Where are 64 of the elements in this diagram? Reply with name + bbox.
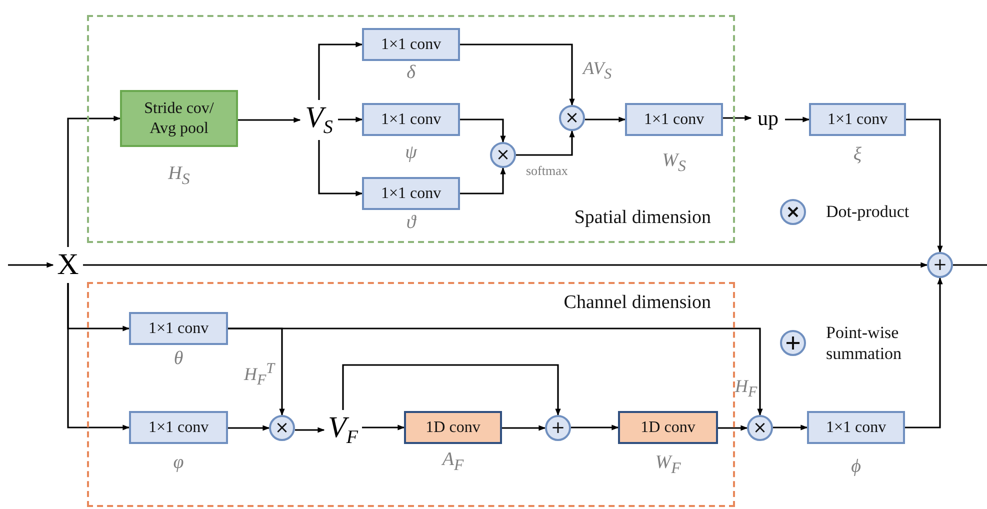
symbol-caption: ψ	[405, 142, 417, 165]
symbol-caption: φ	[173, 452, 184, 475]
arrow	[571, 424, 619, 430]
process-box: Stride cov/ Avg pool	[120, 90, 238, 147]
arrow	[342, 364, 561, 416]
process-box: 1×1 conv	[129, 411, 228, 444]
symbol-caption: ξ	[853, 144, 862, 167]
arrow	[718, 425, 748, 431]
legend-text: Dot-product	[826, 201, 910, 222]
operator-circle: ×	[559, 105, 585, 131]
arrow	[460, 118, 506, 143]
legend-text: Point-wise summation	[826, 322, 903, 364]
region-title: Channel dimension	[564, 292, 711, 314]
arrow	[723, 115, 752, 121]
arrow	[8, 262, 54, 268]
variable-label: V$_{S}$	[300, 100, 338, 140]
arrow	[238, 117, 301, 123]
arrow	[362, 424, 405, 430]
arrow	[585, 116, 626, 122]
arrow	[67, 283, 130, 430]
input-label: X	[53, 247, 83, 283]
symbol-caption: W$_{S}$	[662, 150, 686, 177]
symbol-caption: ϕ	[851, 456, 861, 479]
symbol-caption: W$_{F}$	[655, 452, 681, 479]
symbol-caption: H$_{S}$	[168, 163, 190, 190]
process-box: 1×1 conv	[362, 177, 460, 210]
arrow	[318, 140, 363, 196]
arrow	[83, 262, 928, 268]
symbol-caption: θ	[174, 348, 184, 371]
arrow	[228, 328, 763, 416]
process-box: 1D conv	[404, 411, 502, 444]
operator-circle: ×	[490, 142, 516, 168]
arrow	[460, 167, 506, 194]
process-box: 1×1 conv	[809, 103, 906, 136]
process-box: 1×1 conv	[807, 411, 905, 444]
arrow	[295, 427, 325, 433]
arrow	[338, 116, 363, 122]
arrow	[502, 425, 546, 431]
symbol-caption: δ	[406, 62, 416, 85]
arrow	[460, 44, 575, 106]
arrow	[318, 42, 363, 100]
process-box: 1D conv	[618, 411, 718, 444]
operator-circle: ×	[747, 415, 773, 441]
operator-circle: +	[927, 252, 953, 278]
arrow	[67, 116, 121, 247]
process-box: 1×1 conv	[625, 103, 723, 136]
operation-label: up	[751, 105, 785, 131]
process-box: 1×1 conv	[362, 28, 460, 61]
process-box: 1×1 conv	[362, 103, 460, 136]
symbol-caption: ϑ	[406, 212, 416, 235]
arrow	[785, 116, 810, 122]
arrow	[228, 425, 270, 431]
arrow	[516, 130, 575, 156]
operator-circle: +	[545, 415, 571, 441]
operator-circle: ×	[269, 415, 295, 441]
arrow	[773, 424, 808, 430]
arrow	[906, 118, 943, 253]
arrow	[905, 277, 943, 428]
symbol-caption: A$_{F}$	[442, 449, 464, 476]
variable-label: V$_{F}$	[324, 410, 362, 450]
region-title: Spatial dimension	[574, 207, 711, 229]
dashed-region	[87, 282, 735, 507]
dashed-region	[87, 15, 735, 243]
process-box: 1×1 conv	[129, 312, 228, 345]
